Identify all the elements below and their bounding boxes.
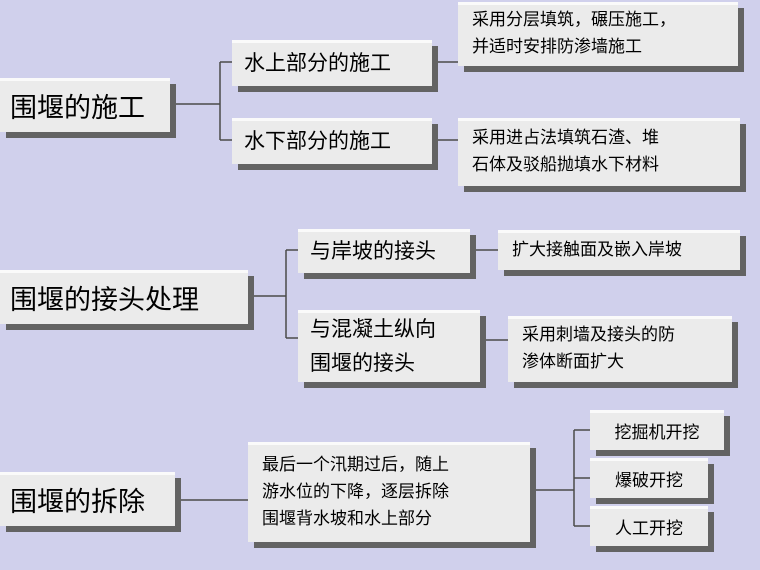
node-concrete-joint: 与混凝土纵向 围堰的接头 <box>298 310 480 382</box>
node-excavator-excavation: 挖掘机开挖 <box>590 410 724 450</box>
node-label: 与混凝土纵向 围堰的接头 <box>310 317 436 375</box>
node-cofferdam-construction: 围堰的施工 <box>0 78 170 132</box>
node-label: 扩大接触面及嵌入岸坡 <box>512 239 682 260</box>
node-underwater-construction: 水下部分的施工 <box>232 118 432 164</box>
node-label: 爆破开挖 <box>615 470 683 491</box>
node-label: 挖掘机开挖 <box>614 422 700 443</box>
node-label: 水上部分的施工 <box>244 51 391 75</box>
node-cofferdam-joint: 围堰的接头处理 <box>0 270 248 324</box>
node-removal-detail: 最后一个汛期过后，随上 游水位的下降，逐层拆除 围堰背水坡和水上部分 <box>248 442 530 542</box>
node-label: 水下部分的施工 <box>244 129 391 153</box>
node-label: 围堰的施工 <box>10 92 145 124</box>
node-manual-excavation: 人工开挖 <box>590 506 708 546</box>
node-underwater-detail: 采用进占法填筑石渣、堆 石体及驳船抛填水下材料 <box>458 118 740 186</box>
node-label: 围堰的拆除 <box>10 486 145 518</box>
node-bank-slope-joint: 与岸坡的接头 <box>298 229 470 273</box>
node-label: 最后一个汛期过后，随上 游水位的下降，逐层拆除 围堰背水坡和水上部分 <box>262 454 449 529</box>
node-label: 采用进占法填筑石渣、堆 石体及驳船抛填水下材料 <box>472 128 659 175</box>
node-above-water-construction: 水上部分的施工 <box>232 40 432 86</box>
node-cofferdam-removal: 围堰的拆除 <box>0 472 175 526</box>
node-concrete-joint-detail: 采用刺墙及接头的防 渗体断面扩大 <box>508 316 732 382</box>
node-bank-slope-detail: 扩大接触面及嵌入岸坡 <box>498 230 740 270</box>
node-label: 与岸坡的接头 <box>310 239 436 263</box>
node-label: 围堰的接头处理 <box>10 284 199 316</box>
node-above-water-detail: 采用分层填筑，碾压施工， 并适时安排防渗墙施工 <box>458 2 738 66</box>
node-label: 采用分层填筑，碾压施工， 并适时安排防渗墙施工 <box>472 10 676 57</box>
node-label: 人工开挖 <box>615 518 683 539</box>
node-label: 采用刺墙及接头的防 渗体断面扩大 <box>522 325 675 372</box>
node-blasting-excavation: 爆破开挖 <box>590 458 708 498</box>
